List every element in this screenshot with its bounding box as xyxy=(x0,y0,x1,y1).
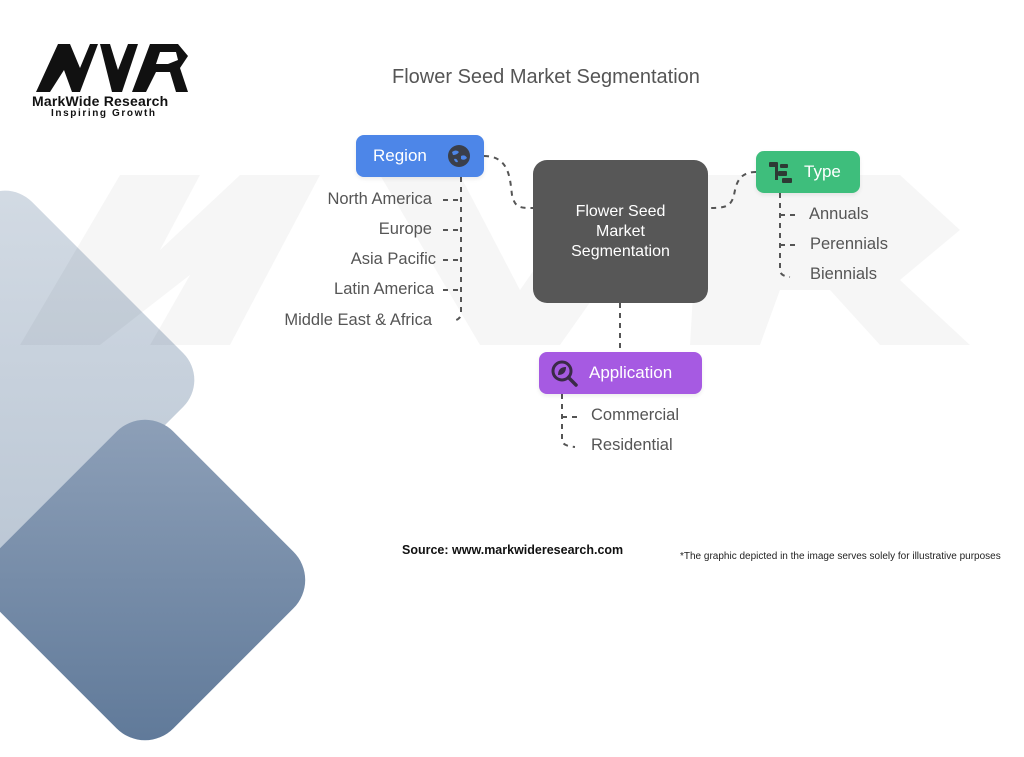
connector-type-center xyxy=(707,171,757,209)
connector-type-trunk xyxy=(779,193,791,278)
center-node-line3: Segmentation xyxy=(571,242,670,260)
connector-region-center xyxy=(483,155,534,209)
type-item: Biennials xyxy=(810,265,877,283)
type-label: Type xyxy=(804,162,841,181)
page-title: Flower Seed Market Segmentation xyxy=(392,66,700,88)
brand-logo-icon xyxy=(36,44,188,92)
region-item: Latin America xyxy=(334,280,434,298)
connector-region-trunk xyxy=(451,177,462,322)
connector-application-trunk xyxy=(561,394,576,448)
brand-name: MarkWide Research xyxy=(32,93,169,109)
region-node[interactable]: Region xyxy=(356,135,484,177)
source-link[interactable]: Source: www.markwideresearch.com xyxy=(402,543,624,557)
region-item: Europe xyxy=(378,220,432,238)
type-node[interactable]: Type xyxy=(756,151,860,193)
application-node[interactable]: Application xyxy=(539,352,702,394)
type-item: Perennials xyxy=(810,235,888,253)
center-node-line1: Flower Seed xyxy=(575,202,666,220)
region-item: North America xyxy=(327,190,432,208)
disclaimer-text: *The graphic depicted in the image serve… xyxy=(680,551,1001,562)
type-item: Annuals xyxy=(809,205,869,223)
region-item: Asia Pacific xyxy=(350,250,436,268)
center-node[interactable]: Flower Seed Market Segmentation xyxy=(533,160,708,303)
hierarchy-icon xyxy=(769,162,792,183)
region-item: Middle East & Africa xyxy=(284,311,432,329)
globe-icon xyxy=(448,145,470,167)
leaf-search-icon xyxy=(551,360,578,387)
brand-tagline: Inspiring Growth xyxy=(51,108,157,119)
application-item: Commercial xyxy=(591,406,680,424)
application-label: Application xyxy=(589,363,673,382)
region-label: Region xyxy=(373,146,427,165)
center-node-line2: Market xyxy=(596,222,645,240)
connector-lines xyxy=(443,155,798,448)
application-item: Residential xyxy=(591,436,673,454)
